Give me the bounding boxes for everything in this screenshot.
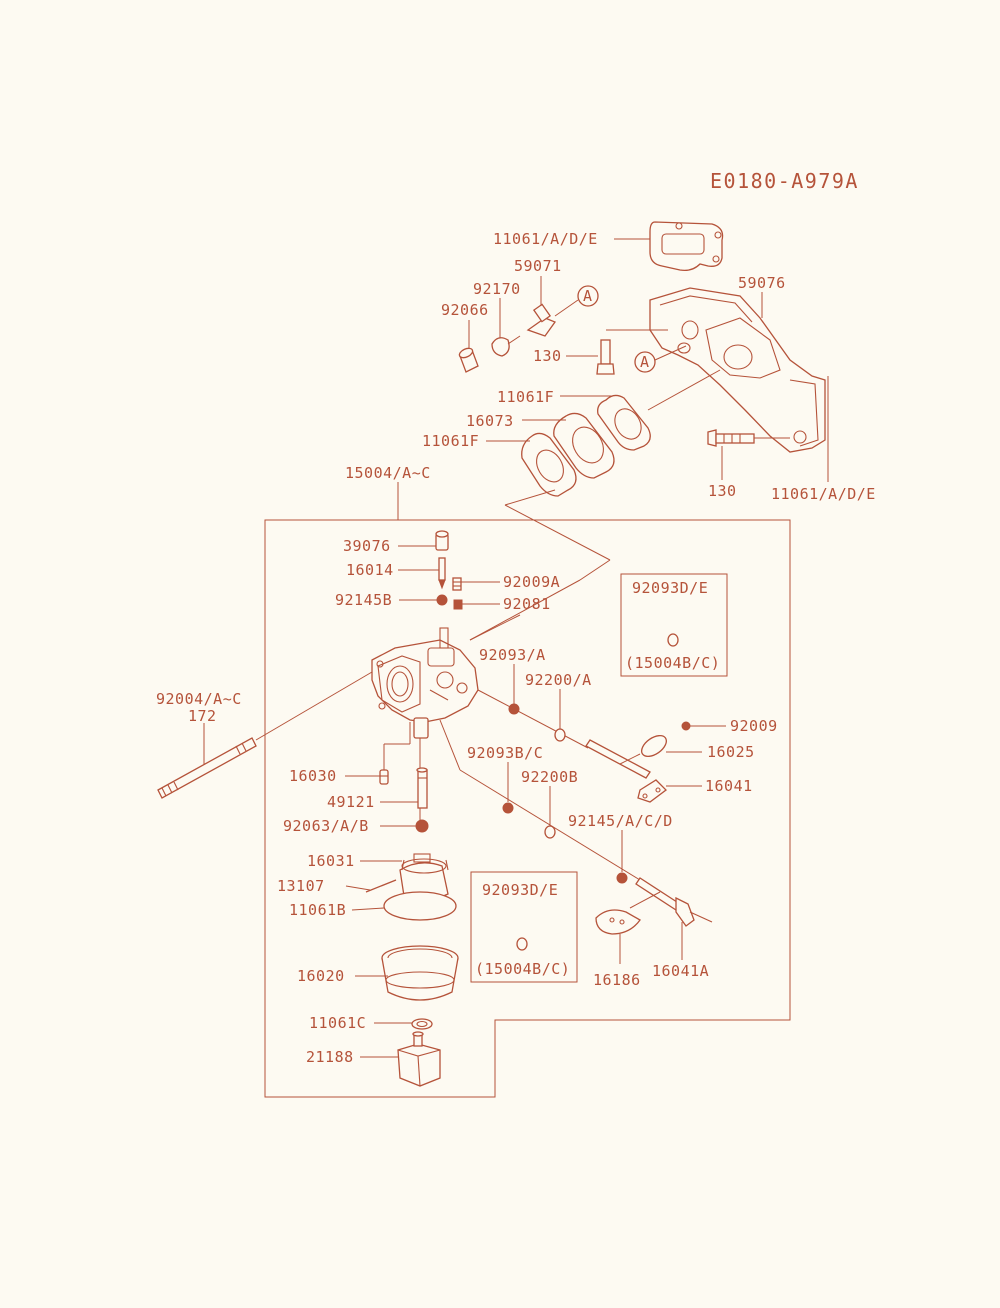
label-16073: 16073 — [466, 412, 514, 430]
choke-plate-16186 — [595, 909, 641, 935]
label-a-top: A — [583, 287, 593, 305]
label-16030: 16030 — [289, 767, 337, 785]
solenoid-21188 — [397, 1031, 441, 1087]
throttle-shaft-16041 — [585, 739, 667, 803]
float-16031 — [399, 853, 449, 901]
label-11061b: 11061B — [289, 901, 346, 919]
label-92145acd: 92145/A/C/D — [568, 812, 673, 830]
label-92004: 92004/A~C — [156, 690, 242, 708]
washer-92200b — [544, 825, 556, 839]
gasket-11061ade-top — [649, 221, 724, 272]
label-92200a: 92200/A — [525, 671, 592, 689]
carburetor-assembly-outline — [264, 519, 791, 1098]
label-130-right: 130 — [708, 482, 737, 500]
label-130-top: 130 — [533, 347, 562, 365]
tube-49121 — [416, 767, 428, 809]
inset-upper-seal — [667, 633, 679, 647]
bolt-130-right — [707, 429, 755, 447]
inset-box-upper: 92093D/E (15004B/C) — [620, 573, 728, 677]
clip-92170 — [491, 335, 521, 357]
washer-92200a — [554, 728, 566, 742]
ring-92063 — [415, 819, 429, 833]
pin-13107 — [365, 879, 397, 893]
diagram-code: E0180-A979A — [710, 169, 859, 193]
label-13107: 13107 — [277, 877, 325, 895]
label-39076: 39076 — [343, 537, 391, 555]
inset-upper-part: 92093D/E — [632, 579, 708, 597]
label-a-bottom: A — [640, 353, 650, 371]
label-59076: 59076 — [738, 274, 786, 292]
fitting-59071 — [526, 299, 579, 337]
label-92009a: 92009A — [503, 573, 560, 591]
inset-upper-note: (15004B/C) — [625, 654, 720, 672]
callout-a-top — [577, 285, 599, 307]
label-11061f-top: 11061F — [497, 388, 554, 406]
gasket-11061f-bottom — [521, 432, 577, 497]
label-92081: 92081 — [503, 595, 551, 613]
label-172: 172 — [188, 707, 217, 725]
gasket-11061f-top — [597, 394, 651, 451]
label-15004: 15004/A~C — [345, 464, 431, 482]
label-11061ade-right: 11061/A/D/E — [771, 485, 876, 503]
ring-92145b — [436, 594, 448, 606]
inset-box-lower: 92093D/E (15004B/C) — [470, 871, 578, 983]
needle-16014 — [438, 557, 446, 590]
inset-lower-part: 92093D/E — [482, 881, 558, 899]
carburetor-body — [371, 627, 479, 739]
label-92170: 92170 — [473, 280, 521, 298]
inset-lower-note: (15004B/C) — [475, 960, 570, 978]
label-92093a: 92093/A — [479, 646, 546, 664]
label-11061ade-top: 11061/A/D/E — [493, 230, 598, 248]
bowl-16020 — [381, 945, 459, 1001]
seal-92093a — [508, 703, 520, 715]
part-39076 — [435, 530, 449, 551]
label-92145b: 92145B — [335, 591, 392, 609]
ring-92145acd — [616, 872, 628, 884]
screw-92009 — [681, 721, 691, 731]
label-92066: 92066 — [441, 301, 489, 319]
cap-92066 — [458, 347, 479, 373]
label-49121: 49121 — [327, 793, 375, 811]
ring-92081 — [453, 599, 463, 610]
intake-manifold-59076 — [649, 287, 826, 453]
label-92009: 92009 — [730, 717, 778, 735]
inset-lower-seal — [516, 937, 528, 951]
label-11061c: 11061C — [309, 1014, 366, 1032]
label-16020: 16020 — [297, 967, 345, 985]
choke-shaft-16041a — [635, 877, 713, 927]
label-16186: 16186 — [593, 971, 641, 989]
insulator-16073 — [553, 412, 615, 479]
callout-a-bottom — [634, 351, 656, 373]
label-92200b: 92200B — [521, 768, 578, 786]
screw-92009a — [452, 577, 462, 591]
label-16041a: 16041A — [652, 962, 709, 980]
label-16041: 16041 — [705, 777, 753, 795]
label-16025: 16025 — [707, 743, 755, 761]
stud-92004 — [157, 737, 257, 799]
label-11061f-bottom: 11061F — [422, 432, 479, 450]
label-16031: 16031 — [307, 852, 355, 870]
throttle-plate-16025 — [640, 734, 668, 758]
gasket-11061b — [383, 891, 457, 921]
seal-92093bc — [502, 802, 514, 814]
bolt-130-top — [596, 339, 615, 375]
gasket-11061c — [411, 1018, 433, 1030]
label-92093bc: 92093B/C — [467, 744, 543, 762]
label-59071: 59071 — [514, 257, 562, 275]
label-21188: 21188 — [306, 1048, 354, 1066]
label-92063: 92063/A/B — [283, 817, 369, 835]
jet-16030 — [379, 769, 389, 785]
label-16014: 16014 — [346, 561, 394, 579]
